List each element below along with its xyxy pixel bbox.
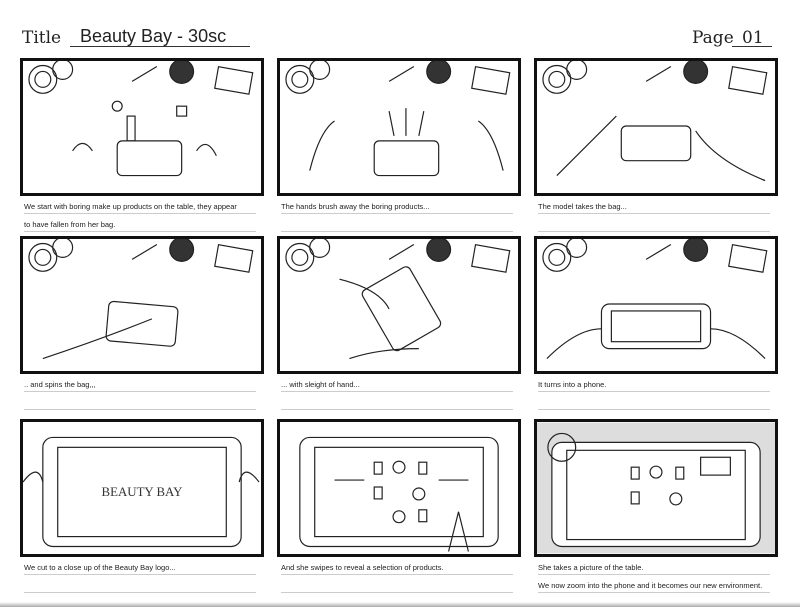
title-underline [70, 46, 250, 47]
caption-line [538, 214, 770, 232]
panel-sketch [285, 61, 511, 177]
panel-sketch [537, 422, 775, 554]
caption-line [281, 392, 513, 410]
caption-line: to have fallen from her bag. [24, 214, 256, 232]
panel-caption: We start with boring make up products on… [24, 196, 256, 232]
panel-caption: And she swipes to reveal a selection of … [281, 557, 513, 593]
caption-line: We start with boring make up products on… [24, 196, 256, 214]
caption-line [24, 575, 256, 593]
caption-line [24, 392, 256, 410]
caption-line: We cut to a close up of the Beauty Bay l… [24, 557, 256, 575]
panel-sketch [28, 61, 254, 177]
storyboard-panel-7: BEAUTY BAY [20, 419, 264, 557]
panel-caption: ... with sleight of hand... [281, 374, 513, 410]
page-label: Page [692, 28, 734, 48]
panel-sketch: BEAUTY BAY [23, 436, 260, 548]
caption-line [538, 392, 770, 410]
panel-caption: .. and spins the bag,,, [24, 374, 256, 410]
caption-line: The hands brush away the boring products… [281, 196, 513, 214]
caption-line: It turns into a phone. [538, 374, 770, 392]
panel-sketch [285, 239, 511, 360]
panel-caption: We cut to a close up of the Beauty Bay l… [24, 557, 256, 593]
panel-sketch [28, 239, 254, 360]
storyboard-panel-3 [534, 58, 778, 196]
panel-caption: It turns into a phone. [538, 374, 770, 410]
caption-line: And she swipes to reveal a selection of … [281, 557, 513, 575]
storyboard-panel-1 [20, 58, 264, 196]
panel-sketch [299, 436, 499, 552]
page-underline [732, 46, 772, 47]
storyboard-panel-5 [277, 236, 521, 374]
storyboard-panel-8 [277, 419, 521, 557]
page-number: 01 [742, 28, 764, 48]
storyboard-title: Beauty Bay - 30sc [80, 26, 227, 46]
storyboard-panel-2 [277, 58, 521, 196]
panel-sketch [542, 61, 768, 182]
beauty-bay-logo: BEAUTY BAY [102, 485, 183, 499]
storyboard-panel-4 [20, 236, 264, 374]
caption-line: We now zoom into the phone and it become… [538, 575, 770, 593]
storyboard-panel-6 [534, 236, 778, 374]
caption-line: The model takes the bag... [538, 196, 770, 214]
page-shadow [0, 602, 800, 607]
caption-line: .. and spins the bag,,, [24, 374, 256, 392]
storyboard-panel-9 [534, 419, 778, 557]
panel-caption: The model takes the bag... [538, 196, 770, 232]
caption-line [281, 214, 513, 232]
panel-sketch [542, 239, 768, 359]
panel-caption: The hands brush away the boring products… [281, 196, 513, 232]
caption-line: She takes a picture of the table. [538, 557, 770, 575]
caption-line [281, 575, 513, 593]
title-label: Title [22, 28, 62, 48]
panel-caption: She takes a picture of the table.We now … [538, 557, 770, 593]
caption-line: ... with sleight of hand... [281, 374, 513, 392]
